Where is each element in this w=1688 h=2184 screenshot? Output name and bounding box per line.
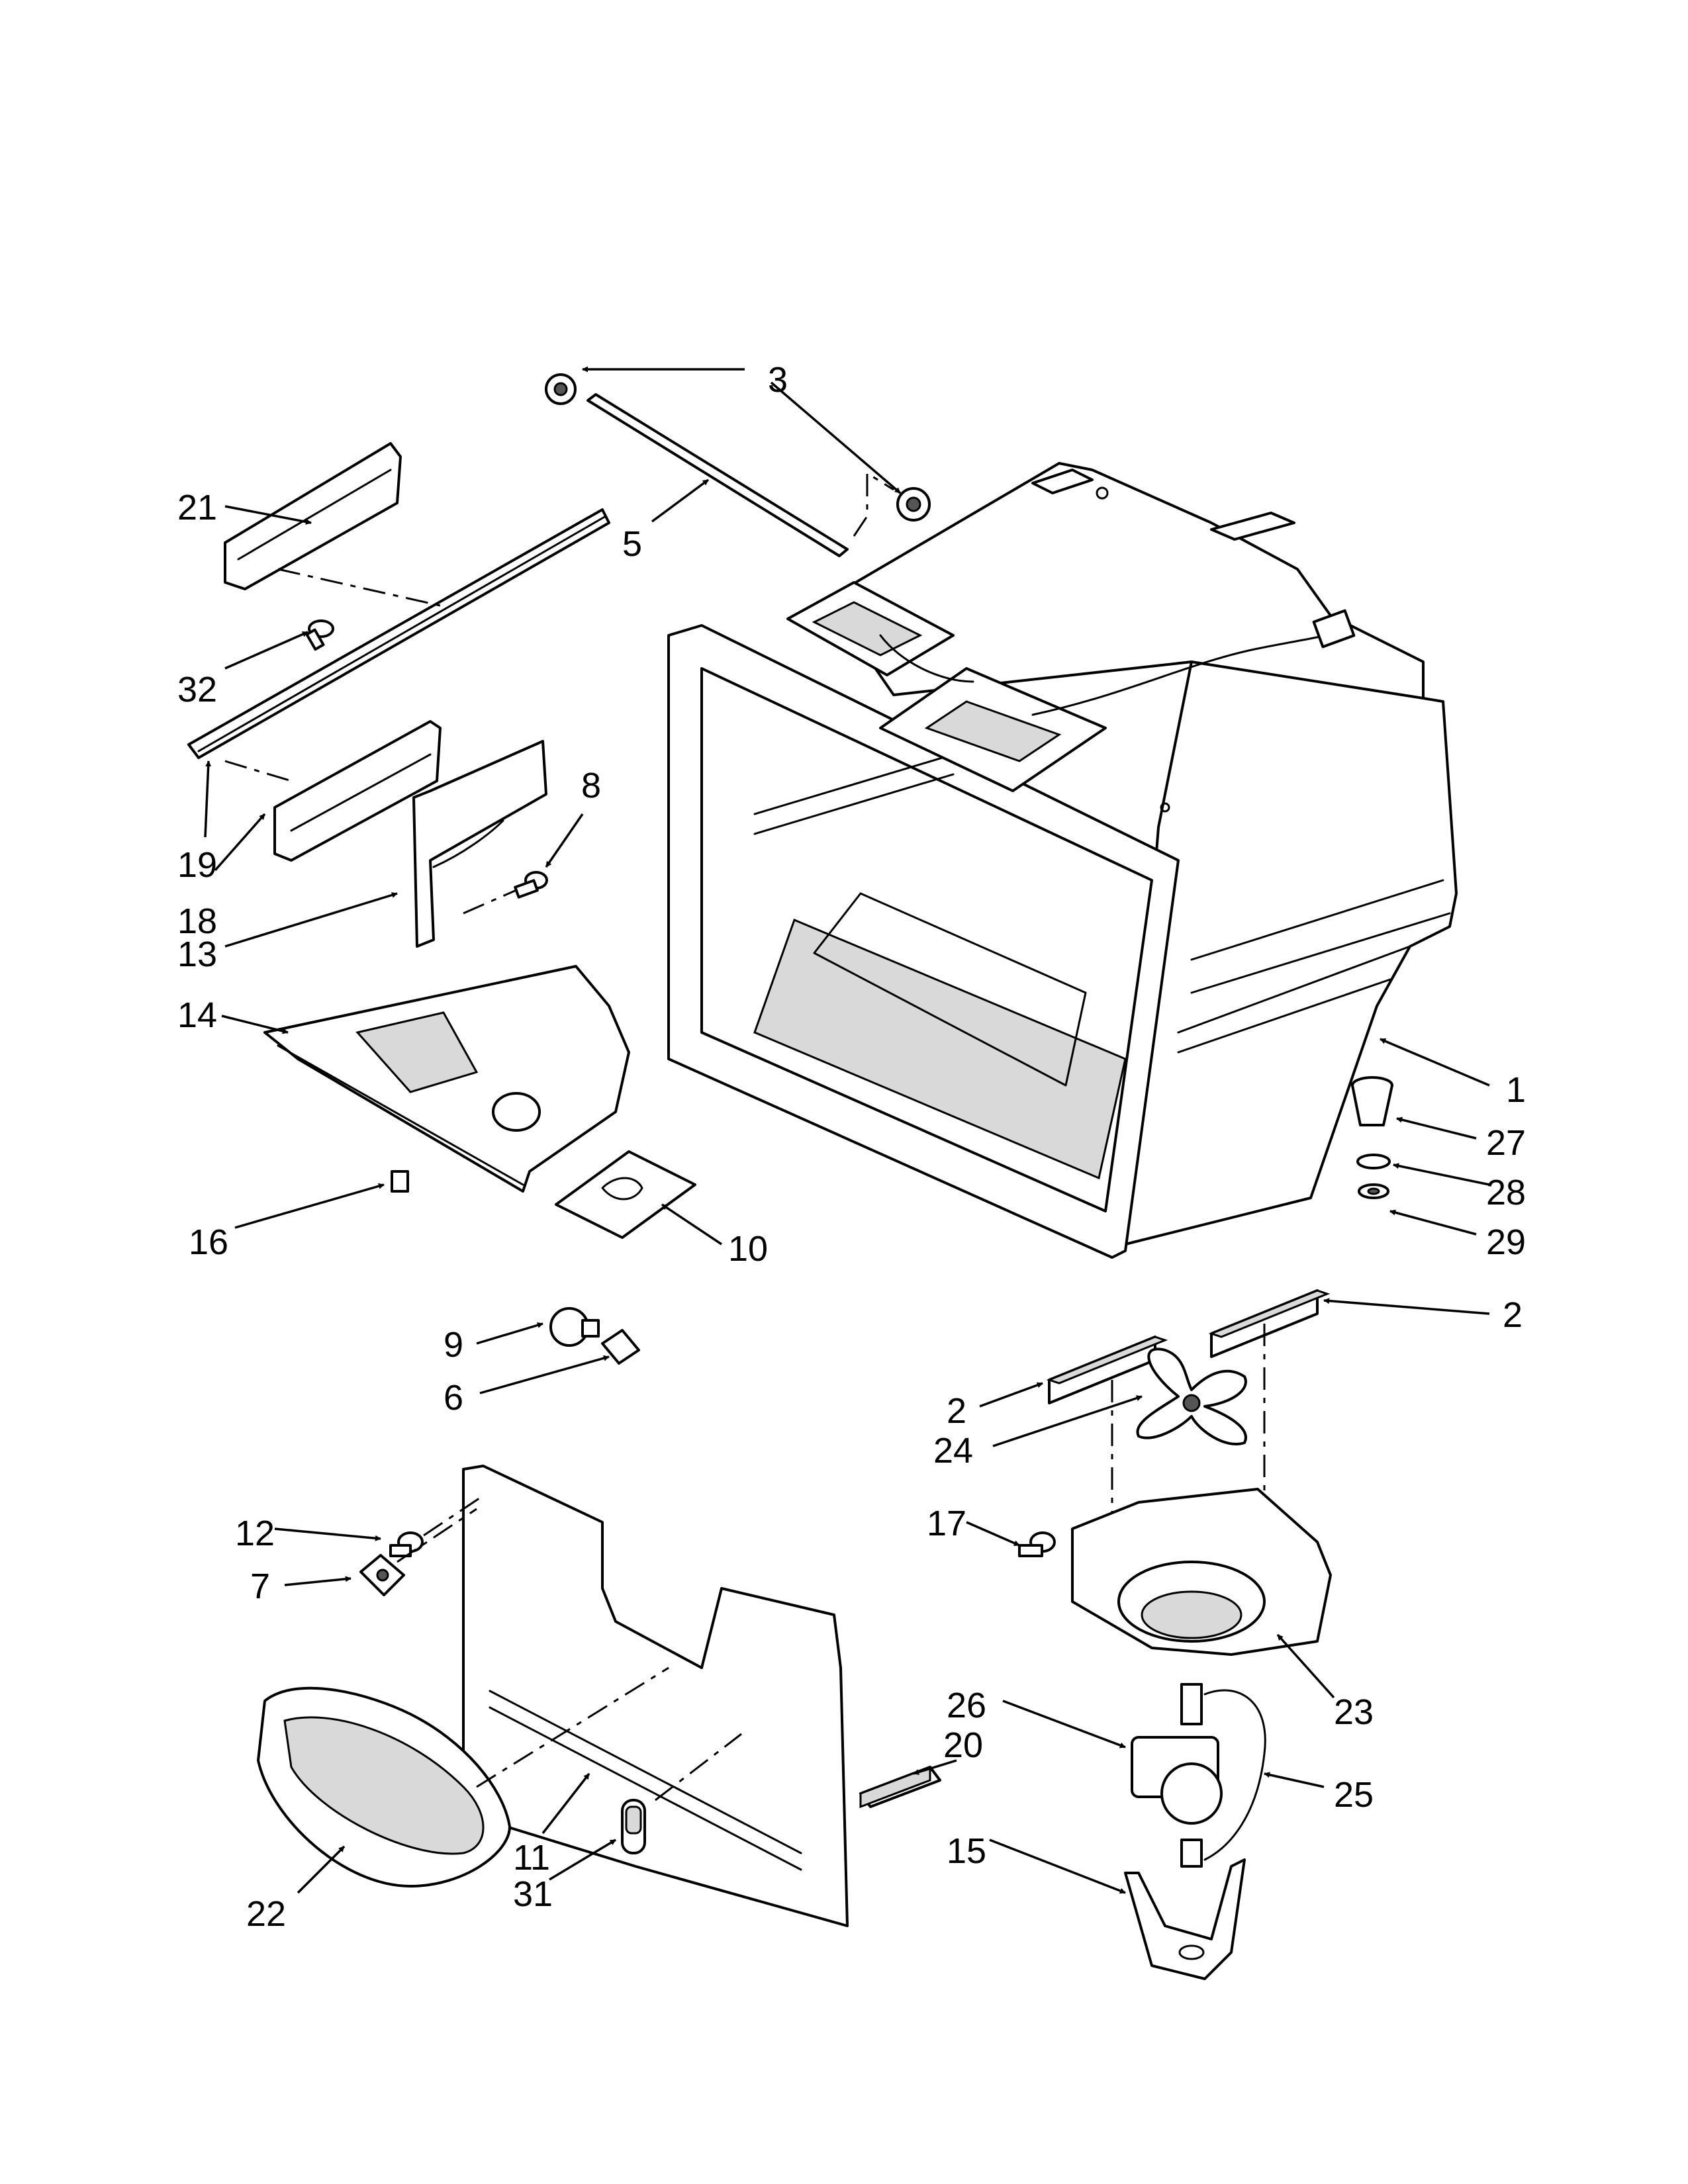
part-10-foil-sheet xyxy=(555,1150,696,1239)
part-2-foam-block-left xyxy=(1046,1336,1168,1404)
callout-25: 25 xyxy=(1334,1775,1374,1815)
part-5-shaft xyxy=(586,393,849,557)
part-27-drain-cup xyxy=(1351,1076,1393,1126)
callout-19: 19 xyxy=(177,845,217,885)
part-14-evaporator-cover xyxy=(263,965,630,1193)
callout-10: 10 xyxy=(728,1229,768,1269)
part-3-gear-left xyxy=(545,373,577,405)
part-6-bulb-socket xyxy=(601,1329,640,1365)
assembly-line xyxy=(277,568,441,607)
part-23-fan-shroud xyxy=(1071,1488,1332,1656)
callout-24: 24 xyxy=(933,1431,973,1471)
part-17-screw xyxy=(1018,1531,1056,1557)
leader-lines xyxy=(204,366,1490,1894)
callout-17: 17 xyxy=(927,1504,966,1543)
callout-13: 13 xyxy=(177,934,217,974)
assembly-line xyxy=(224,760,292,782)
part-18-rail-bracket xyxy=(273,720,442,862)
part-1-drawer-liner xyxy=(667,462,1458,1259)
part-31-sensor xyxy=(621,1799,646,1854)
callout-27: 27 xyxy=(1486,1123,1526,1163)
part-19-slide-rail xyxy=(187,508,610,759)
callout-1: 1 xyxy=(1506,1070,1526,1110)
part-21-rail-bracket xyxy=(224,442,402,590)
callout-9: 9 xyxy=(444,1325,463,1365)
callout-32: 32 xyxy=(177,670,217,709)
part-22-front-grille xyxy=(257,1686,511,1888)
assembly-line xyxy=(655,1733,742,1801)
part-26-fan-motor xyxy=(1131,1683,1223,1825)
callout-2b: 2 xyxy=(1503,1295,1523,1335)
callout-7: 7 xyxy=(250,1567,270,1606)
part-24-fan-blade xyxy=(1136,1347,1247,1445)
callout-29: 29 xyxy=(1486,1222,1526,1262)
part-9-light-bulb xyxy=(549,1307,600,1347)
callout-15: 15 xyxy=(947,1831,986,1871)
callout-22: 22 xyxy=(246,1894,286,1934)
callout-2a: 2 xyxy=(947,1391,966,1431)
callout-14: 14 xyxy=(177,995,217,1035)
part-16-clip xyxy=(391,1170,409,1193)
assembly-line xyxy=(423,1494,484,1537)
callout-20: 20 xyxy=(943,1725,983,1765)
callout-8: 8 xyxy=(581,766,601,805)
part-8-screw xyxy=(514,871,548,899)
part-28-o-ring xyxy=(1356,1154,1391,1169)
part-2-foam-block-right xyxy=(1208,1289,1331,1358)
part-7-damper-bracket xyxy=(359,1554,405,1596)
callout-12: 12 xyxy=(235,1514,275,1553)
part-13-support-bracket xyxy=(412,740,547,948)
part-12-screw xyxy=(389,1531,424,1557)
part-25-wire-harness xyxy=(1203,1689,1266,1861)
callout-31: 31 xyxy=(513,1874,553,1914)
callout-labels: 3 5 21 32 19 18 13 8 14 16 10 9 6 12 7 1… xyxy=(177,360,1526,1934)
part-3-gear-right xyxy=(896,487,931,522)
callout-16: 16 xyxy=(189,1222,228,1262)
callout-5: 5 xyxy=(622,524,642,564)
part-15-motor-bracket xyxy=(1124,1839,1246,1980)
callout-18: 18 xyxy=(177,901,217,941)
callout-28: 28 xyxy=(1486,1173,1526,1212)
callout-21: 21 xyxy=(177,488,217,527)
callout-23: 23 xyxy=(1334,1692,1374,1732)
part-32-screw xyxy=(305,619,334,651)
part-29-washer xyxy=(1358,1183,1389,1199)
part-20-foam-strip xyxy=(859,1765,941,1809)
callout-26: 26 xyxy=(947,1686,986,1725)
assembly-line xyxy=(397,1508,477,1563)
assembly-line xyxy=(463,889,517,915)
callout-11: 11 xyxy=(513,1838,550,1878)
assembly-line xyxy=(476,1666,669,1788)
callout-6: 6 xyxy=(444,1378,463,1418)
assembly-line xyxy=(853,471,894,537)
callout-3: 3 xyxy=(768,360,788,400)
